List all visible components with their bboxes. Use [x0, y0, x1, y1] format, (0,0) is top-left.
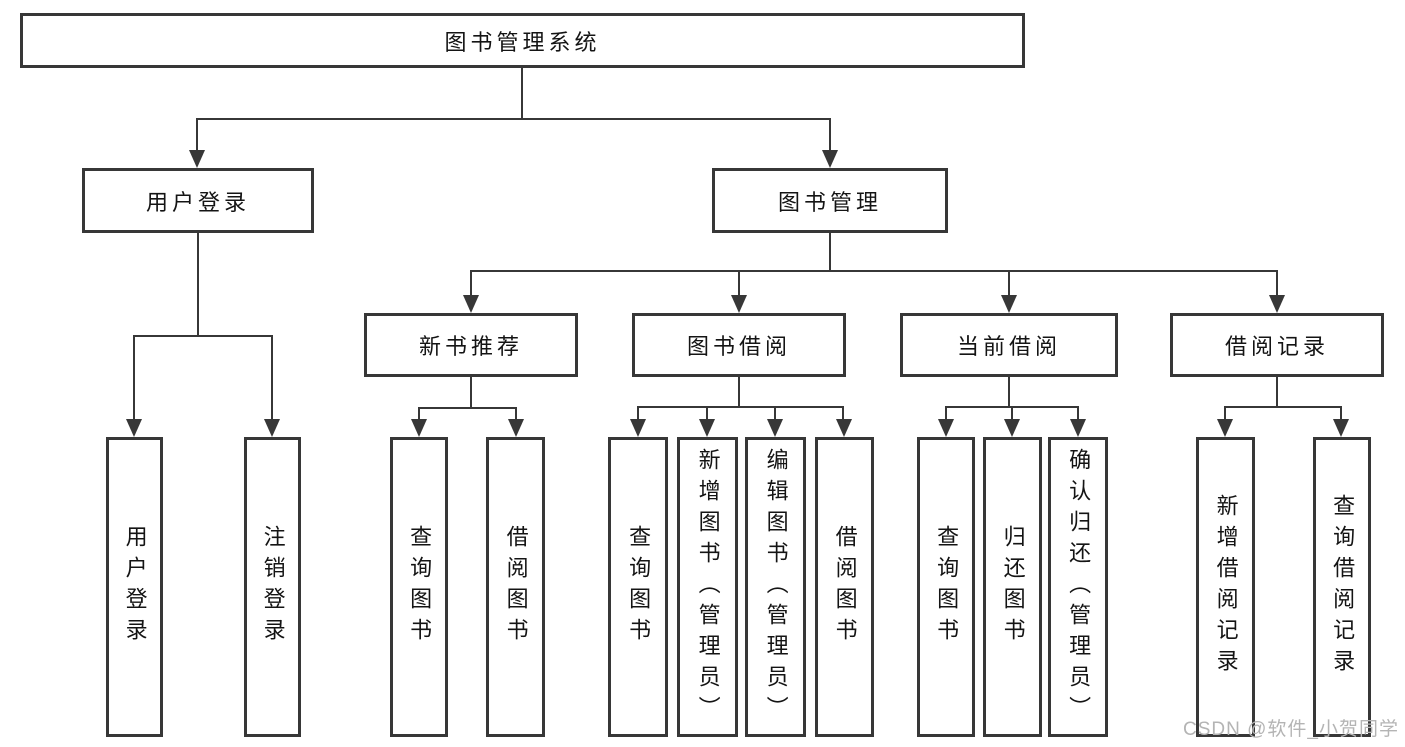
connector-drop-bb-borrow — [842, 406, 844, 421]
leaf-user-login: 用户登录 — [106, 437, 163, 737]
node-book-mgmt: 图书管理 — [712, 168, 948, 233]
leaf-bb-add-books-label: 新增图书（管理员） — [695, 447, 721, 727]
leaf-cb-return-books: 归还图书 — [983, 437, 1042, 737]
connector-drop-current-borrow — [1008, 270, 1010, 296]
node-user-login: 用户登录 — [82, 168, 314, 233]
arrow-down-icon-user-login — [189, 150, 205, 168]
connector-drop-br-add — [1224, 406, 1226, 421]
connector-user-login-stem — [197, 233, 199, 336]
node-user-login-label: 用户登录 — [145, 189, 250, 215]
node-current-borrow: 当前借阅 — [900, 313, 1118, 377]
leaf-nbr-query-books-label: 查询图书 — [407, 525, 433, 649]
arrow-down-icon-nbr-query — [411, 419, 427, 437]
leaf-bb-borrow-books: 借阅图书 — [815, 437, 874, 737]
arrow-down-icon-cb-query — [938, 419, 954, 437]
leaf-bb-query-books: 查询图书 — [608, 437, 668, 737]
leaf-br-add-record-label: 新增借阅记录 — [1213, 494, 1239, 680]
arrow-down-icon-bb-borrow — [836, 419, 852, 437]
connector-drop-book-borrow — [738, 270, 740, 296]
connector-book-mgmt-stem — [829, 233, 831, 271]
connector-nbr-stem — [470, 377, 472, 408]
node-new-book-rec: 新书推荐 — [364, 313, 578, 377]
connector-book-mgmt-rail — [470, 270, 1278, 272]
node-root-label: 图书管理系统 — [444, 29, 601, 55]
connector-br-stem — [1276, 377, 1278, 407]
connector-drop-leaf-user-login — [133, 335, 135, 421]
connector-root-rail — [196, 118, 831, 120]
connector-drop-user-login — [196, 118, 198, 152]
arrow-down-icon-nbr-borrow — [508, 419, 524, 437]
leaf-bb-edit-books-label: 编辑图书（管理员） — [763, 447, 789, 727]
node-book-borrow-label: 图书借阅 — [686, 334, 791, 359]
connector-drop-bb-query — [637, 406, 639, 421]
node-borrow-records-label: 借阅记录 — [1224, 334, 1329, 359]
arrow-down-icon-bb-add — [699, 419, 715, 437]
connector-user-login-rail — [133, 335, 273, 337]
connector-br-rail — [1224, 406, 1342, 408]
connector-root-stem — [521, 68, 523, 120]
node-current-borrow-label: 当前借阅 — [956, 334, 1061, 359]
arrow-down-icon-cb-return — [1004, 419, 1020, 437]
arrow-down-icon-cb-confirm — [1070, 419, 1086, 437]
connector-cb-stem — [1008, 377, 1010, 407]
leaf-cb-return-books-label: 归还图书 — [1000, 525, 1026, 649]
node-root: 图书管理系统 — [20, 13, 1025, 68]
connector-drop-cb-query — [945, 406, 947, 421]
connector-drop-bb-edit — [774, 406, 776, 421]
leaf-nbr-borrow-books: 借阅图书 — [486, 437, 545, 737]
leaf-br-add-record: 新增借阅记录 — [1196, 437, 1255, 737]
arrow-down-icon-new-book-rec — [463, 295, 479, 313]
arrow-down-icon-leaf-logout — [264, 419, 280, 437]
watermark: CSDN @软件_小贺同学 — [1183, 719, 1399, 740]
connector-drop-nbr-borrow — [515, 407, 517, 421]
connector-drop-leaf-logout — [271, 335, 273, 421]
connector-drop-nbr-query — [418, 407, 420, 421]
connector-drop-br-query — [1340, 406, 1342, 421]
leaf-br-query-record: 查询借阅记录 — [1313, 437, 1371, 737]
arrow-down-icon-br-query — [1333, 419, 1349, 437]
leaf-bb-add-books: 新增图书（管理员） — [677, 437, 738, 737]
leaf-nbr-query-books: 查询图书 — [390, 437, 448, 737]
node-book-mgmt-label: 图书管理 — [777, 189, 882, 215]
arrow-down-icon-current-borrow — [1001, 295, 1017, 313]
arrow-down-icon-borrow-records — [1269, 295, 1285, 313]
leaf-logout: 注销登录 — [244, 437, 301, 737]
leaf-cb-query-books-label: 查询图书 — [934, 525, 960, 649]
leaf-user-login-label: 用户登录 — [122, 525, 148, 649]
connector-drop-cb-return — [1011, 406, 1013, 421]
connector-drop-book-mgmt — [829, 118, 831, 152]
leaf-nbr-borrow-books-label: 借阅图书 — [503, 525, 529, 649]
arrow-down-icon-leaf-user-login — [126, 419, 142, 437]
leaf-br-query-record-label: 查询借阅记录 — [1330, 494, 1356, 680]
connector-drop-borrow-records — [1276, 270, 1278, 296]
arrow-down-icon-br-add — [1217, 419, 1233, 437]
leaf-logout-label: 注销登录 — [260, 525, 286, 649]
arrow-down-icon-book-mgmt — [822, 150, 838, 168]
connector-drop-bb-add — [706, 406, 708, 421]
connector-drop-new-book-rec — [470, 270, 472, 296]
connector-bb-stem — [738, 377, 740, 407]
arrow-down-icon-bb-query — [630, 419, 646, 437]
leaf-cb-query-books: 查询图书 — [917, 437, 975, 737]
arrow-down-icon-bb-edit — [767, 419, 783, 437]
connector-bb-rail — [637, 406, 844, 408]
node-borrow-records: 借阅记录 — [1170, 313, 1384, 377]
arrow-down-icon-book-borrow — [731, 295, 747, 313]
leaf-bb-borrow-books-label: 借阅图书 — [832, 525, 858, 649]
leaf-bb-query-books-label: 查询图书 — [626, 525, 652, 649]
leaf-cb-confirm-return-label: 确认归还（管理员） — [1066, 447, 1092, 727]
node-new-book-rec-label: 新书推荐 — [418, 334, 523, 359]
connector-nbr-rail — [418, 407, 517, 409]
node-book-borrow: 图书借阅 — [632, 313, 846, 377]
leaf-cb-confirm-return: 确认归还（管理员） — [1048, 437, 1108, 737]
connector-drop-cb-confirm — [1077, 406, 1079, 421]
leaf-bb-edit-books: 编辑图书（管理员） — [745, 437, 806, 737]
